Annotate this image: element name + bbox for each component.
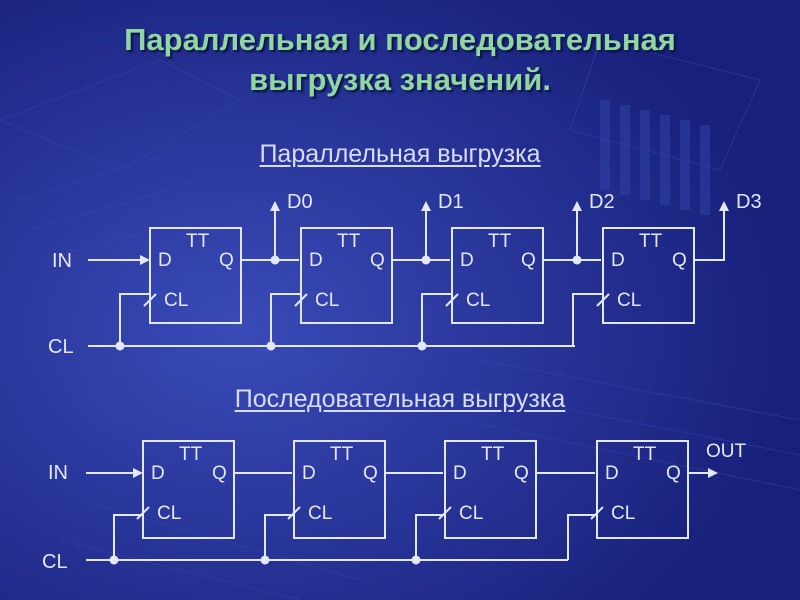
page-title-line-2: выгрузка значений. [249, 62, 551, 97]
flipflop-3-cl-label: CL [617, 290, 641, 311]
flipflop-3-type-label: TT [633, 444, 657, 465]
flipflop-0-box [149, 227, 242, 324]
parallel-clock-label: CL [48, 336, 74, 358]
flipflop-0-q-label: Q [219, 250, 234, 271]
flipflop-1-d-label: D [309, 250, 323, 271]
flipflop-3-clock-triangle [596, 293, 610, 307]
flipflop-2-cl-label: CL [466, 290, 490, 311]
flipflop-0-clock-triangle [143, 293, 157, 307]
flipflop-0-cl-label: CL [164, 290, 188, 311]
parallel-heading: Параллельная выгрузка [259, 140, 541, 168]
parallel-clock-tap-0 [119, 293, 150, 346]
flipflop-1-type-label: TT [337, 231, 361, 252]
flipflop-1-box [300, 227, 393, 324]
flipflop-0-q-label: Q [212, 463, 227, 484]
flipflop-1-cl-label: CL [308, 503, 332, 524]
flipflop-1-clock-triangle [287, 506, 301, 520]
serial-clock-label: CL [42, 551, 68, 573]
serial-clock-tap-1 [264, 514, 294, 560]
flipflop-3-clock-triangle [590, 506, 604, 520]
flipflop-1-d-label: D [302, 463, 316, 484]
flipflop-2-box [444, 440, 537, 539]
flipflop-2-cl-label: CL [459, 503, 483, 524]
flipflop-2-type-label: TT [481, 444, 505, 465]
parallel-output-label-2: D2 [589, 191, 615, 213]
flipflop-1-q-label: Q [370, 250, 385, 271]
flipflop-0-d-label: D [151, 463, 165, 484]
flipflop-3-box [596, 440, 689, 539]
flipflop-2-d-label: D [453, 463, 467, 484]
flipflop-1-box [293, 440, 386, 539]
parallel-clock-tap-1 [270, 293, 301, 346]
flipflop-0-clock-triangle [136, 506, 150, 520]
flipflop-1-type-label: TT [330, 444, 354, 465]
parallel-output-label-1: D1 [438, 191, 464, 213]
flipflop-0-type-label: TT [186, 231, 210, 252]
flipflop-1-q-label: Q [363, 463, 378, 484]
serial-clock-tap-2 [415, 514, 445, 560]
flipflop-3-cl-label: CL [611, 503, 635, 524]
flipflop-3-d-label: D [605, 463, 619, 484]
flipflop-2-clock-triangle [438, 506, 452, 520]
parallel-output-label-0: D0 [287, 191, 313, 213]
parallel-clock-tap-3 [572, 293, 603, 346]
flipflop-2-clock-triangle [445, 293, 459, 307]
flipflop-0-d-label: D [158, 250, 172, 271]
flipflop-3-d-label: D [611, 250, 625, 271]
page-title-line-1: Параллельная и последовательная [124, 22, 676, 57]
parallel-input-label: IN [52, 250, 72, 272]
flipflop-2-d-label: D [460, 250, 474, 271]
serial-heading: Последовательная выгрузка [234, 385, 566, 413]
serial-clock-junction-1 [260, 555, 270, 565]
serial-input-label: IN [48, 462, 68, 484]
flipflop-2-q-label: Q [521, 250, 536, 271]
flipflop-1-clock-triangle [294, 293, 308, 307]
serial-clock-junction-0 [109, 555, 119, 565]
parallel-clock-junction-0 [115, 341, 125, 351]
parallel-output-label-3: D3 [736, 191, 762, 213]
flipflop-2-box [451, 227, 544, 324]
serial-clock-tap-3 [567, 514, 597, 560]
parallel-clock-tap-2 [421, 293, 452, 346]
serial-clock-tap-0 [113, 514, 143, 560]
flipflop-3-q-label: Q [666, 463, 681, 484]
flipflop-2-type-label: TT [488, 231, 512, 252]
flipflop-0-type-label: TT [179, 444, 203, 465]
flipflop-3-type-label: TT [639, 231, 663, 252]
serial-clock-junction-2 [411, 555, 421, 565]
flipflop-0-cl-label: CL [157, 503, 181, 524]
flipflop-1-cl-label: CL [315, 290, 339, 311]
flipflop-3-box [602, 227, 695, 324]
flipflop-3-q-label: Q [672, 250, 687, 271]
parallel-output-wire-3 [694, 212, 725, 261]
serial-output-label: OUT [706, 441, 747, 462]
parallel-clock-junction-1 [266, 341, 276, 351]
flipflop-0-box [142, 440, 235, 539]
flipflop-2-q-label: Q [514, 463, 529, 484]
parallel-clock-junction-2 [417, 341, 427, 351]
serial-circuit: IN CL TT D Q CL TT D Q CL TT D Q CL TT D Q CL OUT [42, 440, 747, 573]
